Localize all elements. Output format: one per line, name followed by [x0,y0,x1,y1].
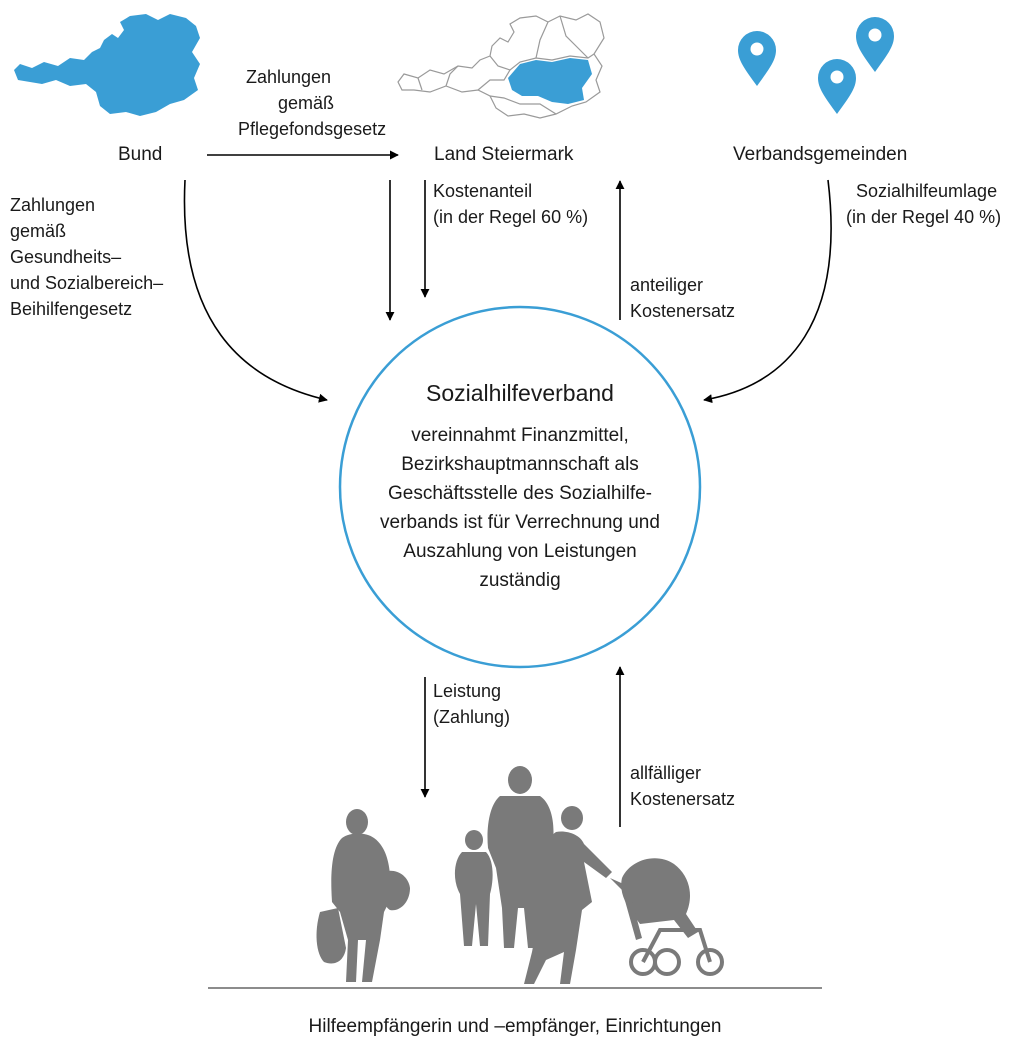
flow-label-line: und Sozialbereich– [10,273,164,293]
flow-label-line: gemäß [278,93,335,113]
austria-states-map-icon [397,13,605,119]
flow-label-line: Kostenersatz [630,301,736,321]
flow-label-line: Gesundheits– [10,247,122,267]
flow-label-line: Zahlungen [246,67,332,87]
sozialhilfeverband-circle [338,305,702,669]
node-verbandsgemeinden: Verbandsgemeinden [733,144,908,165]
ground-line [208,987,822,989]
flow-label-line: gemäß [10,221,67,241]
flow-label-line: anteiliger [630,275,704,295]
flow-label-line: Pflegefondsgesetz [238,119,387,139]
flow-label-line: (in der Regel 40 %) [846,207,1002,227]
verband-title: Sozialhilfeverband [426,380,614,406]
flow-label-line: Kostenanteil [433,181,533,201]
location-pin-icon [856,17,894,72]
location-pin-icon [818,59,856,114]
verband-description: vereinnahmt Finanzmittel, Bezirkshauptma… [380,425,660,591]
node-land-steiermark: Land Steiermark [434,144,574,165]
flow-label-line: Beihilfengesetz [10,299,133,319]
austria-map-icon [14,14,200,116]
arrow-gemeinden-to-verband [703,179,832,404]
arrow-bund-to-verband [183,179,328,403]
flow-label-line: (in der Regel 60 %) [433,207,589,227]
flow-label-line: Zahlungen [10,195,96,215]
steiermark-highlight [508,58,592,104]
flow-label-line: Sozialhilfeumlage [856,181,998,201]
flow-label-line: (Zahlung) [433,707,511,727]
family-silhouette-icon [316,766,724,984]
flow-label-line: allfälliger [630,763,702,783]
recipients-label: Hilfeempfängerin und –empfänger, Einrich… [308,1016,722,1037]
node-bund: Bund [118,144,163,165]
location-pin-icon [738,31,776,86]
flow-label-line: Leistung [433,681,502,701]
flow-label-line: Kostenersatz [630,789,736,809]
